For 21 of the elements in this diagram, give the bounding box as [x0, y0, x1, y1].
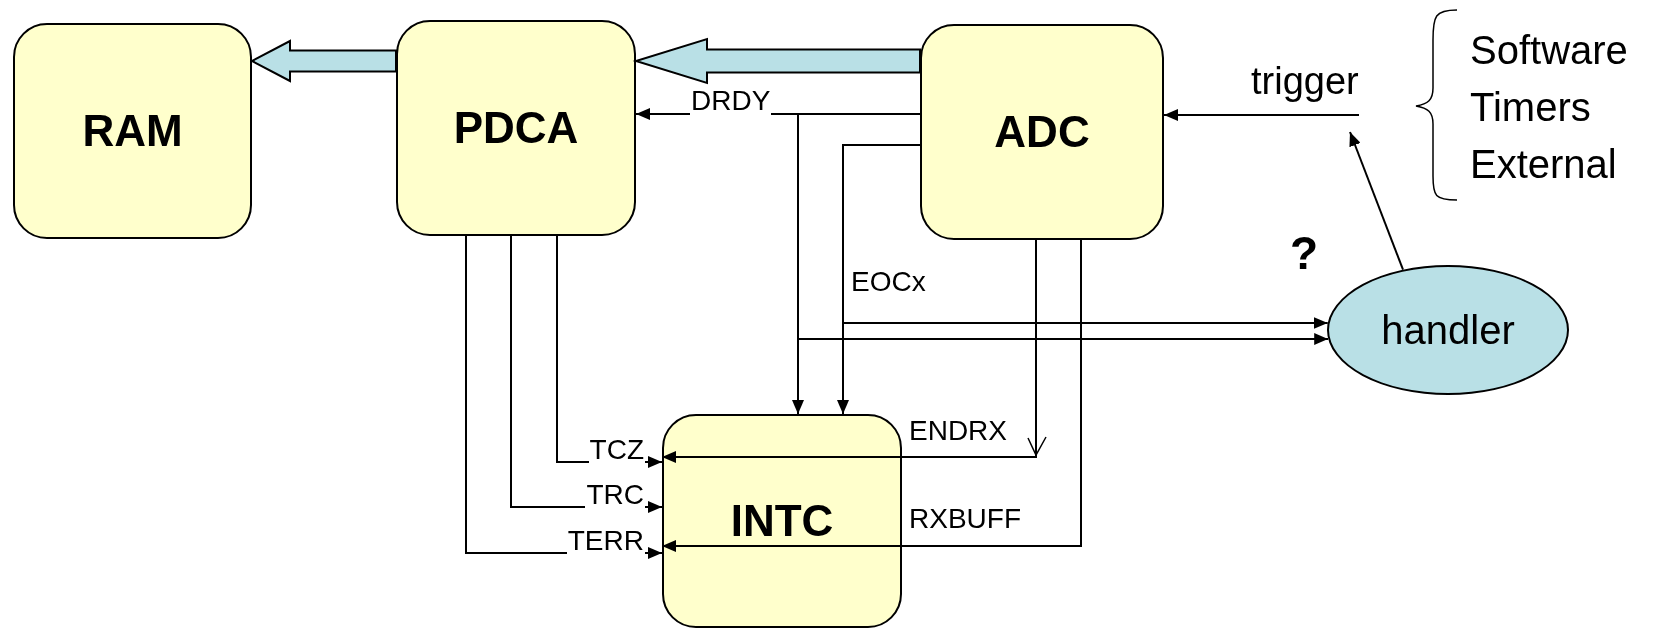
signal-arrow — [797, 113, 1330, 345]
signal-arrow — [842, 144, 1329, 329]
signal-arrow — [661, 239, 1037, 463]
question-mark: ? — [1290, 228, 1319, 279]
trigger-source-label: Software — [1470, 28, 1628, 72]
trigger-source-label: External — [1470, 142, 1617, 186]
block-title: RAM — [82, 106, 183, 156]
block-title: PDCA — [453, 103, 579, 153]
data-flow-arrow — [632, 37, 921, 85]
block-box — [396, 20, 636, 236]
block-title: INTC — [730, 496, 834, 546]
block-box — [920, 24, 1164, 240]
data-flow-arrow — [249, 39, 397, 83]
signal-arrow — [1349, 131, 1404, 271]
block-box — [662, 414, 902, 628]
trigger-source-label: Timers — [1470, 85, 1591, 129]
signal-arrow — [1163, 109, 1360, 121]
block-title: ADC — [994, 107, 1090, 157]
block-title: handler — [1381, 307, 1515, 353]
block-box — [13, 23, 252, 239]
signal-arrow — [661, 239, 1082, 552]
